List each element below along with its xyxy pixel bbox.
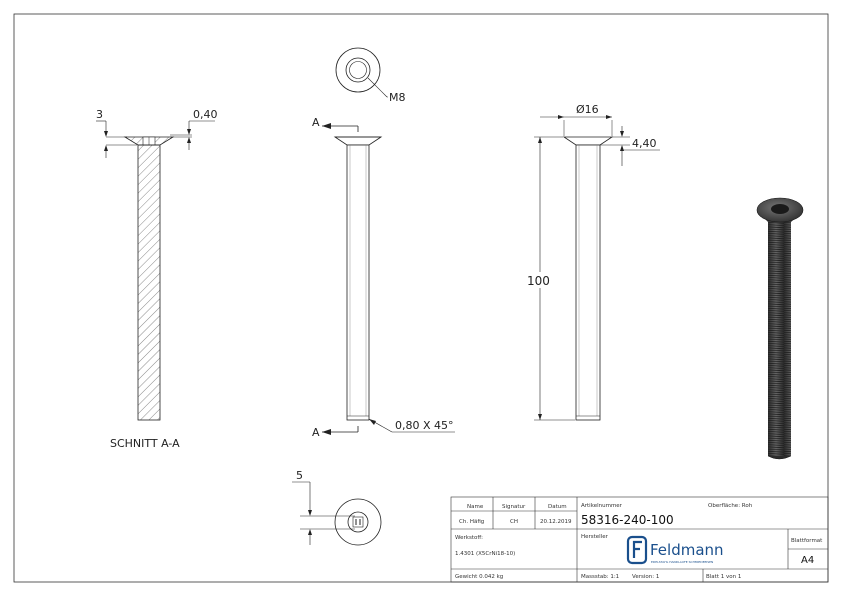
- title-block-text: Name Signatur Datum Ch. Häfig CH 20.12.2…: [455, 503, 823, 580]
- dim-chamfer: 0,80 X 45°: [395, 419, 454, 432]
- sheet-border: [13, 13, 829, 583]
- datum-header: Datum: [548, 504, 567, 510]
- name-value: Ch. Häfig: [459, 519, 484, 525]
- dim-head-height: 4,40: [632, 137, 657, 150]
- logo-tagline: EDELSTAHL HANDLAUFE SCHMIEDEEISEN: [651, 560, 713, 564]
- dim-head-diameter: Ø16: [576, 103, 599, 116]
- werkstoff-label: Werkstoff:: [455, 535, 483, 541]
- article-number: 58316-240-100: [581, 513, 674, 527]
- gewicht: Gewicht 0.042 kg: [455, 574, 503, 580]
- datum-value: 20.12.2019: [540, 519, 572, 525]
- oberflaeche-label: Oberfläche: Roh: [708, 503, 753, 509]
- werkstoff-value: 1.4301 (X5CrNi18-10): [455, 551, 515, 557]
- title-block: [450, 496, 829, 583]
- signatur-value: CH: [510, 519, 518, 525]
- dim-length: 100: [527, 274, 550, 288]
- thread-callout: M8: [389, 91, 406, 104]
- blattformat-value: A4: [801, 555, 814, 566]
- dim-hex-socket: 5: [296, 469, 303, 482]
- bottom-view: 5: [292, 469, 382, 546]
- artikelnummer-label: Artikelnummer: [581, 503, 623, 509]
- dim-recess-offset: 0,40: [193, 108, 218, 121]
- section-view: 3 0,40 SCHNITT A-A: [96, 108, 218, 450]
- top-view-circle: M8: [335, 47, 406, 104]
- signatur-header: Signatur: [502, 504, 526, 510]
- section-marker-bottom: A: [312, 426, 320, 439]
- blattformat-label: Blattformat: [791, 538, 823, 544]
- hersteller-label: Hersteller: [581, 534, 609, 540]
- section-marker-top: A: [312, 116, 320, 129]
- side-view: Ø16 4,40 100: [525, 103, 660, 421]
- logo-text: Feldmann: [650, 541, 724, 559]
- feldmann-logo: Feldmann EDELSTAHL HANDLAUFE SCHMIEDEEIS…: [626, 535, 724, 565]
- name-header: Name: [467, 504, 484, 510]
- front-view: M8 A 0,80 X 45° A: [312, 47, 455, 439]
- screw-3d-render: [756, 197, 804, 460]
- version: Version: 1: [632, 574, 659, 580]
- massstab: Massstab: 1:1: [581, 574, 619, 580]
- section-label: SCHNITT A-A: [110, 437, 180, 450]
- dim-head-depth: 3: [96, 108, 103, 121]
- blatt: Blatt 1 von 1: [706, 574, 741, 580]
